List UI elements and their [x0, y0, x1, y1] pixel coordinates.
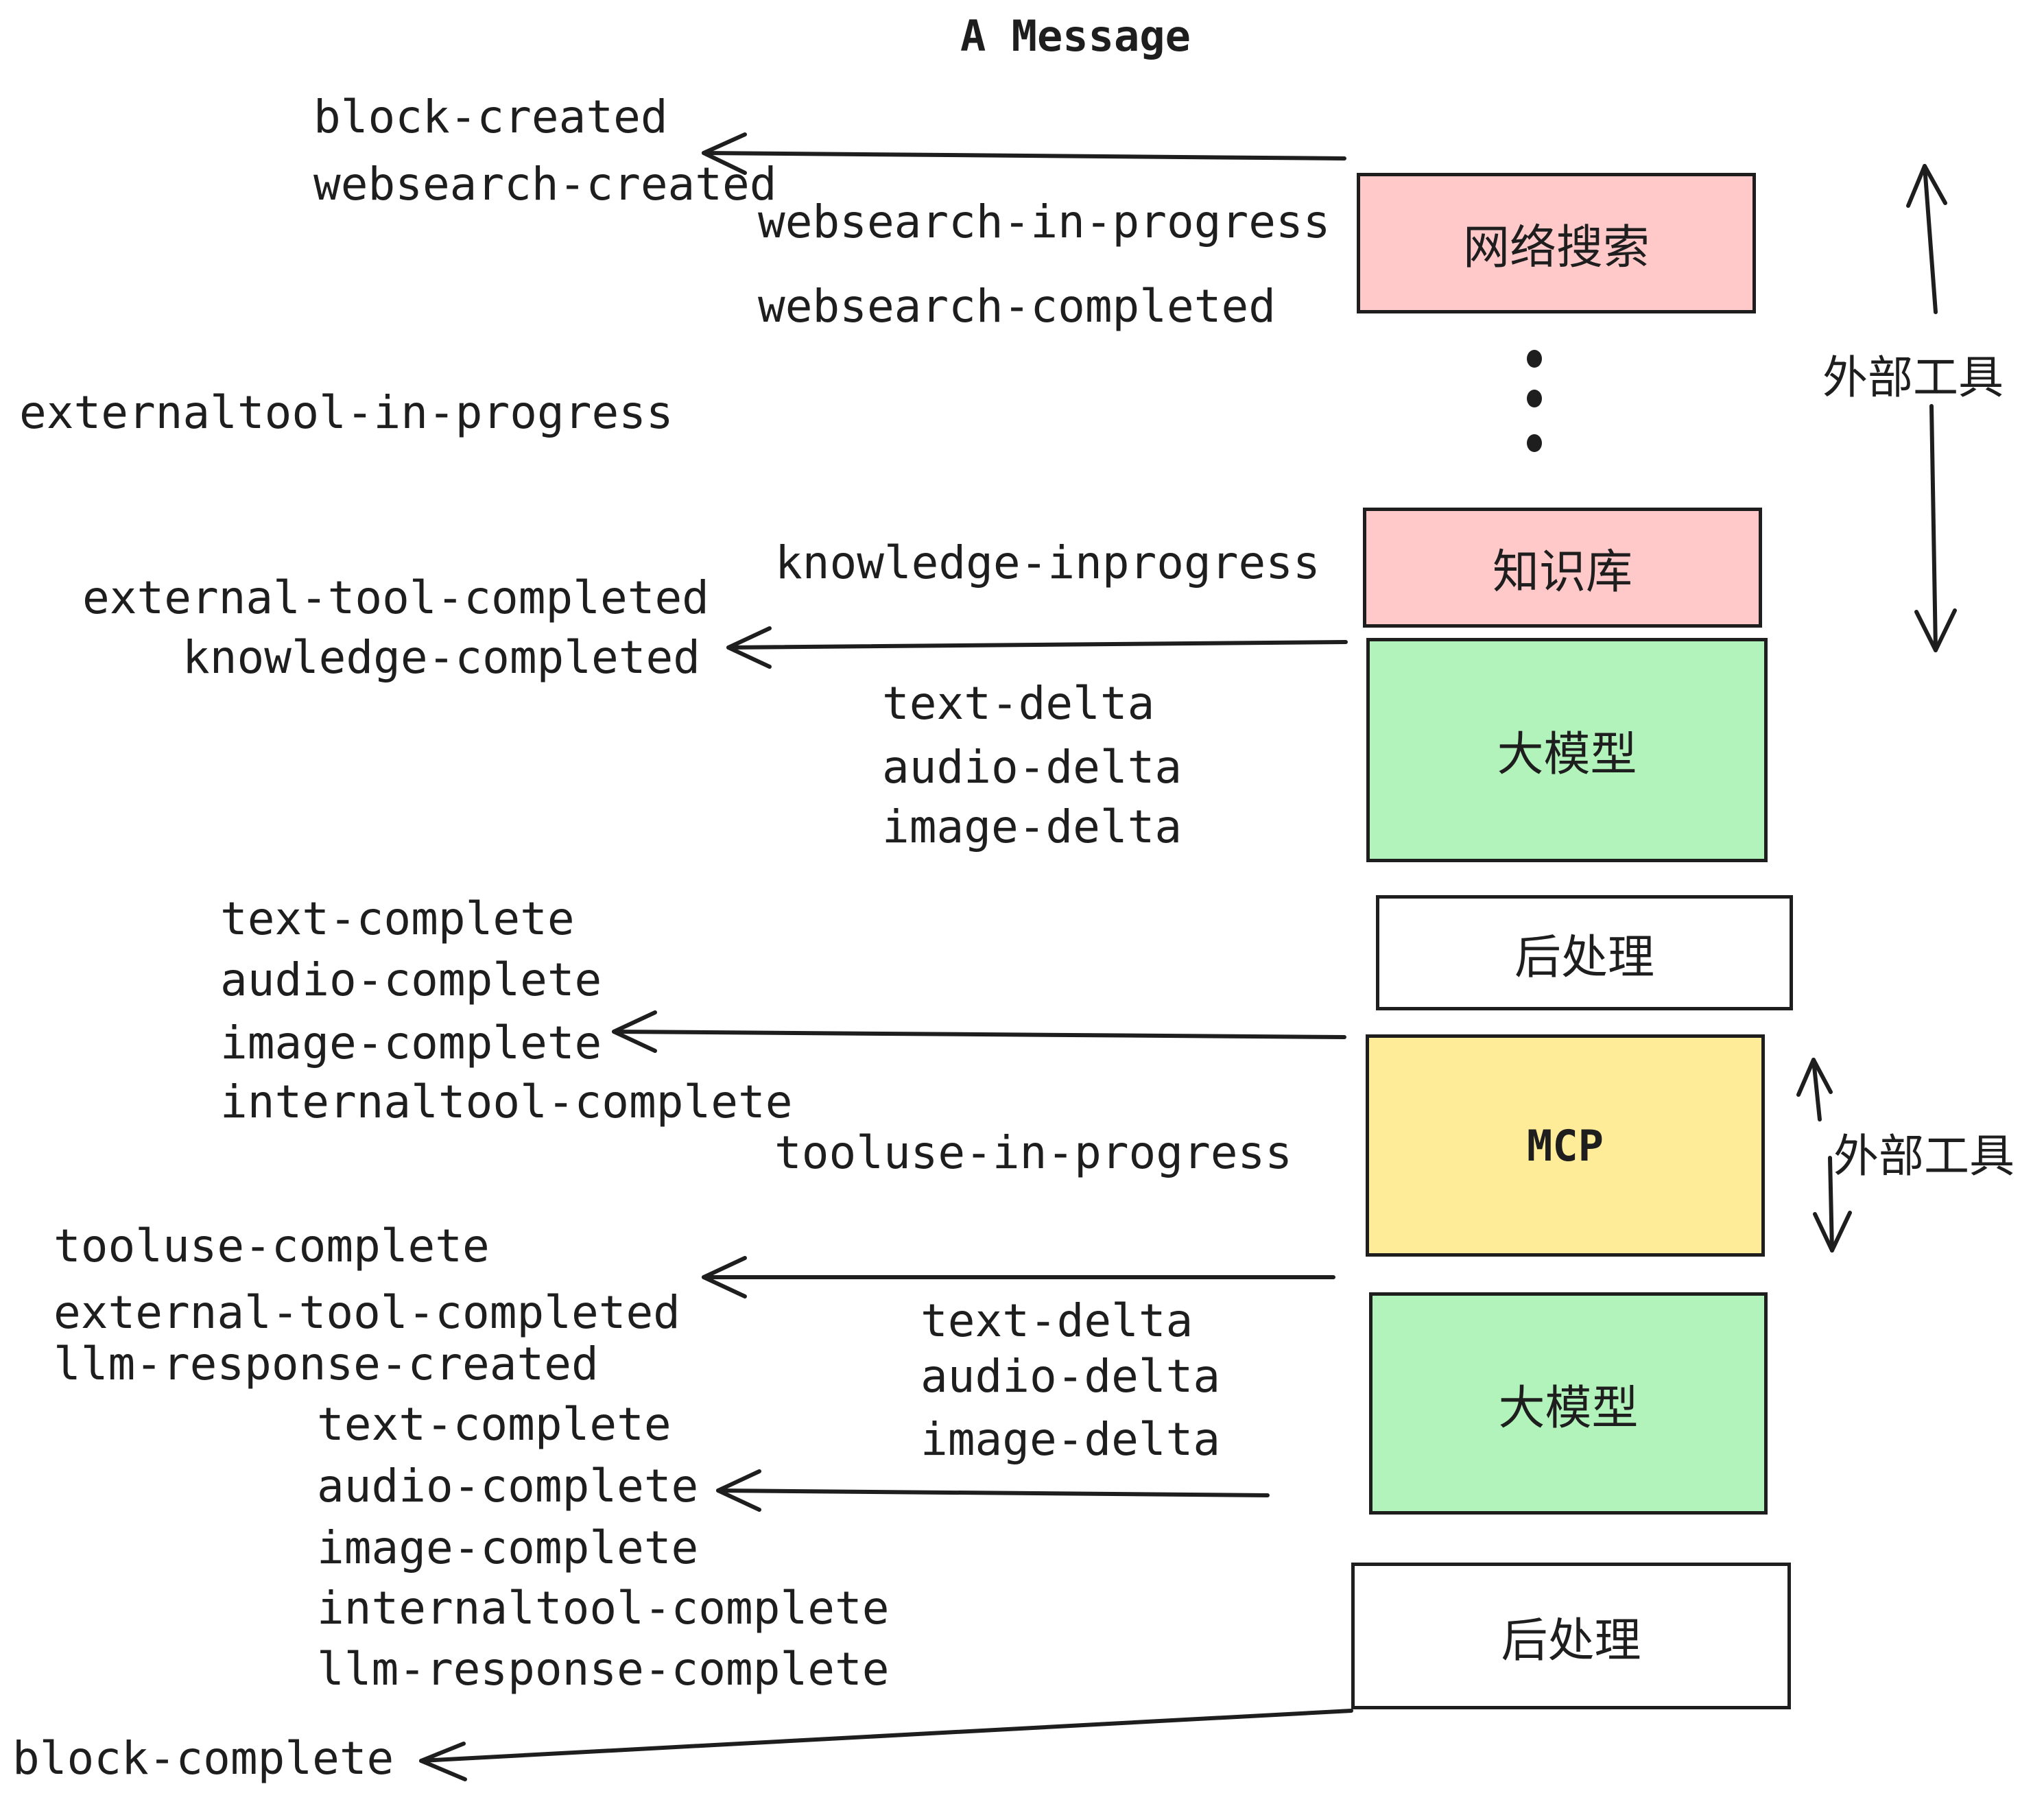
llm-box-2-label: 大模型 — [1498, 1381, 1639, 1436]
event-label-text-complete-2: text-complete — [317, 1398, 672, 1451]
event-label-internaltool-complete-2: internaltool-complete — [317, 1582, 890, 1635]
websearch-box: 网络搜索 — [1357, 173, 1756, 313]
event-label-llm-response-complete: llm-response-complete — [317, 1643, 890, 1696]
diagram-title: A Message — [960, 11, 1191, 61]
event-label-tooluse-in-progress: tooluse-in-progress — [774, 1126, 1292, 1179]
postprocess-box-1: 后处理 — [1376, 895, 1793, 1010]
event-label-tooluse-complete: tooluse-complete — [54, 1220, 490, 1272]
event-label-knowledge-inprogress: knowledge-inprogress — [775, 536, 1320, 589]
postprocess-box-2: 后处理 — [1351, 1563, 1791, 1709]
event-label-audio-delta-1: audio-delta — [882, 741, 1183, 794]
ellipsis-dot — [1527, 390, 1542, 407]
event-label-image-complete-2: image-complete — [317, 1521, 699, 1574]
event-label-audio-complete-2: audio-complete — [317, 1460, 699, 1512]
knowledge-box-label: 知识库 — [1492, 545, 1632, 600]
ellipsis-dot — [1527, 350, 1542, 368]
arrow-to-audio-complete — [716, 1469, 1270, 1512]
event-label-image-delta-2: image-delta — [920, 1413, 1221, 1466]
event-label-audio-complete-1: audio-complete — [220, 953, 602, 1006]
event-label-text-complete-1: text-complete — [220, 892, 575, 945]
arrow-to-block-created — [702, 132, 1346, 175]
postprocess-box-2-label: 后处理 — [1501, 1613, 1641, 1668]
event-label-external-tool-completed-2: external-tool-completed — [54, 1286, 680, 1339]
llm-box-2: 大模型 — [1369, 1292, 1768, 1515]
event-label-text-delta-2: text-delta — [920, 1294, 1193, 1347]
event-label-block-complete: block-complete — [12, 1732, 394, 1785]
external-tools-arrow-up-2 — [1796, 1058, 1833, 1121]
external-tools-arrow-down-1 — [1914, 404, 1957, 652]
event-label-external-tool-completed-1: external-tool-completed — [82, 571, 709, 624]
websearch-box-label: 网络搜索 — [1462, 221, 1650, 275]
event-label-websearch-completed: websearch-completed — [758, 280, 1276, 333]
event-label-block-created: block-created — [313, 91, 668, 143]
llm-box-1-label: 大模型 — [1497, 728, 1637, 782]
arrow-to-tooluse-complete — [702, 1256, 1335, 1298]
arrow-to-block-complete — [419, 1709, 1353, 1781]
mcp-box-label: MCP — [1527, 1120, 1604, 1171]
event-label-audio-delta-2: audio-delta — [920, 1350, 1221, 1403]
arrow-to-image-complete — [612, 1010, 1346, 1053]
knowledge-box: 知识库 — [1363, 508, 1762, 628]
event-label-text-delta-1: text-delta — [882, 677, 1155, 730]
event-label-knowledge-completed: knowledge-completed — [182, 631, 700, 684]
event-label-externaltool-in-progress: externaltool-in-progress — [19, 386, 674, 439]
postprocess-box-1-label: 后处理 — [1514, 930, 1654, 985]
external-tools-arrow-up-1 — [1906, 164, 1947, 314]
arrow-to-knowledge-completed — [726, 626, 1348, 669]
event-label-image-complete-1: image-complete — [220, 1017, 602, 1069]
event-label-websearch-created: websearch-created — [313, 158, 777, 211]
event-label-image-delta-1: image-delta — [882, 800, 1183, 853]
event-label-llm-response-created: llm-response-created — [54, 1338, 599, 1390]
event-label-internaltool-complete-1: internaltool-complete — [220, 1076, 793, 1128]
external-tools-annotation-2: 外部工具 — [1833, 1130, 2015, 1183]
mcp-box: MCP — [1366, 1034, 1765, 1257]
external-tools-annotation-1: 外部工具 — [1822, 351, 2004, 404]
event-label-websearch-in-progress: websearch-in-progress — [758, 195, 1331, 248]
llm-box-1: 大模型 — [1366, 638, 1768, 862]
ellipsis-dot — [1527, 434, 1542, 452]
